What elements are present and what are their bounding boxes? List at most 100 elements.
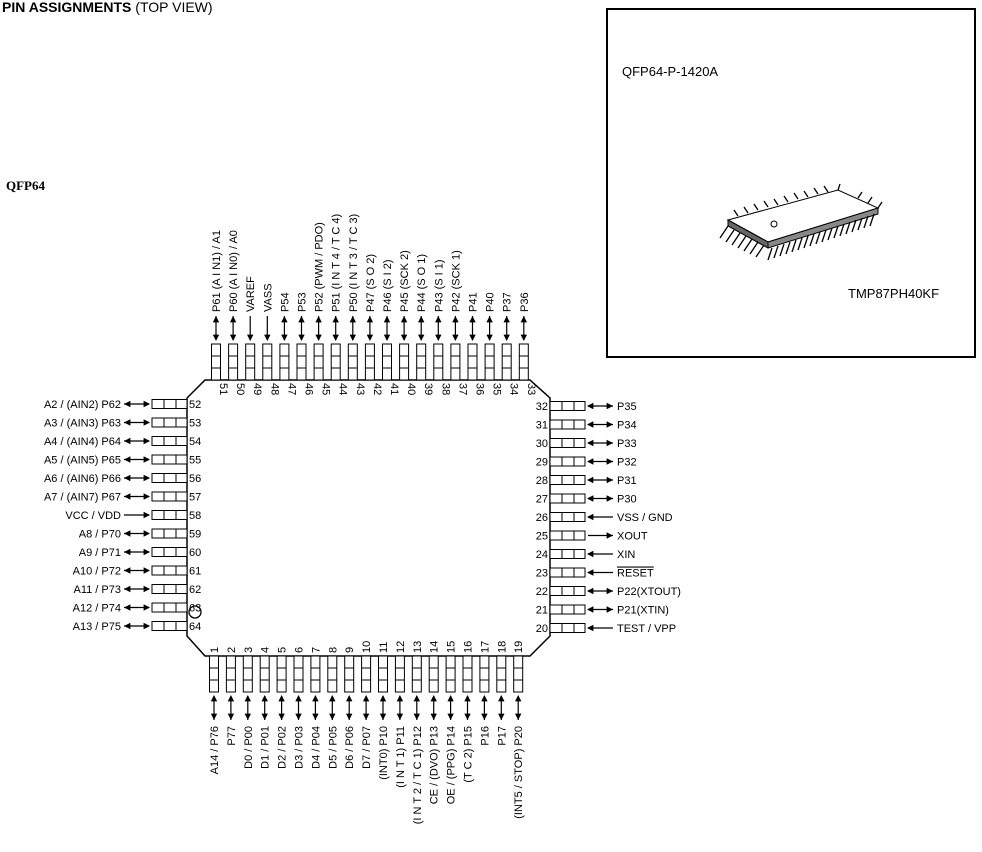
- pin-label: P36: [519, 292, 531, 312]
- arrow-head: [362, 713, 370, 720]
- arrow-head: [400, 316, 408, 323]
- pin-lead: [450, 343, 461, 381]
- pin-22: [549, 586, 613, 596]
- pin-53: [124, 417, 188, 428]
- pin-label: A12 / P74: [73, 603, 121, 615]
- pin-label: P21(XTIN): [617, 605, 669, 617]
- pin-number: 25: [536, 531, 548, 543]
- arrow-head: [481, 713, 488, 720]
- pin-number: 10: [361, 641, 373, 653]
- pin-lead: [151, 602, 188, 613]
- pin-lead: [151, 399, 188, 409]
- heading-title: PIN ASSIGNMENTS: [2, 0, 132, 15]
- arrow-head: [124, 622, 131, 630]
- pin-number: 17: [479, 641, 491, 653]
- arrow-head: [379, 713, 387, 720]
- arrow-head: [606, 402, 613, 410]
- pin-lead: [211, 343, 221, 381]
- arrow-head: [418, 316, 425, 323]
- pin-29: [549, 456, 613, 467]
- arrow-head: [587, 606, 594, 613]
- arrow-head: [143, 585, 150, 593]
- arrow-head: [587, 587, 594, 595]
- arrow-head: [281, 334, 288, 341]
- pin-12: [394, 655, 405, 720]
- pin-number: 12: [395, 641, 407, 653]
- arrow-head: [315, 334, 322, 341]
- arrow-head: [212, 334, 220, 341]
- pin-number: 59: [189, 529, 201, 541]
- arrow-head: [606, 532, 613, 539]
- arrow-head: [212, 316, 220, 323]
- pin-label: A10 / P72: [73, 566, 121, 578]
- pin-lead: [496, 655, 507, 693]
- pin-lead: [151, 473, 188, 483]
- pin-7: [310, 655, 321, 720]
- pin-label: D1 / P01: [260, 726, 272, 769]
- arrow-head: [366, 334, 374, 341]
- pin-lead: [416, 343, 427, 381]
- arrow-head: [587, 495, 594, 502]
- pin-lead: [327, 655, 338, 693]
- arrow-head: [244, 713, 251, 720]
- pin-label: XOUT: [617, 531, 648, 543]
- pin-label: RESET: [617, 568, 654, 580]
- pin-63: [124, 602, 188, 613]
- arrow-head: [366, 316, 374, 323]
- pin-lead: [484, 343, 495, 381]
- pin-lead: [433, 343, 444, 381]
- pin-label: P37: [502, 292, 514, 312]
- arrow-head: [503, 316, 510, 323]
- pin-42: [364, 316, 375, 381]
- arrow-head: [400, 334, 408, 341]
- arrow-head: [587, 476, 594, 484]
- pin-41: [382, 316, 392, 381]
- pin-lead: [279, 343, 290, 381]
- pin-number: 50: [234, 383, 246, 395]
- pin-lead: [151, 436, 188, 446]
- pin-lead: [151, 491, 188, 502]
- arrow-head: [143, 437, 150, 445]
- pin-lead: [296, 343, 307, 381]
- pin-lead: [399, 343, 410, 381]
- pin-number: 26: [536, 512, 548, 524]
- pin-lead: [330, 343, 341, 381]
- arrow-head: [383, 334, 391, 341]
- pin-number: 32: [536, 401, 548, 413]
- arrow-head: [587, 513, 594, 521]
- arrow-head: [413, 713, 420, 720]
- pin-number: 21: [536, 605, 548, 617]
- pin-33: [518, 316, 529, 381]
- pin-47: [279, 316, 290, 381]
- pin-number: 58: [189, 510, 201, 522]
- pin-label: P30: [617, 494, 637, 506]
- pin-lead: [242, 655, 253, 693]
- arrow-head: [143, 419, 150, 426]
- pin-43: [347, 316, 358, 381]
- arrow-head: [227, 713, 235, 720]
- pin-label: (I N T 1) P11: [395, 726, 407, 788]
- pin-label: VCC / VDD: [65, 510, 121, 522]
- arrow-head: [606, 495, 613, 502]
- pin-number: 27: [536, 494, 548, 506]
- pin-label: A14 / P76: [209, 726, 221, 774]
- pin-lead: [549, 586, 586, 596]
- pin-lead: [467, 343, 478, 381]
- pin-label: D0 / P00: [243, 726, 255, 769]
- arrow-head: [312, 713, 319, 720]
- pin-number: 53: [189, 418, 201, 430]
- arrow-head: [229, 316, 237, 323]
- arrow-head: [587, 458, 594, 465]
- pin-lead: [151, 547, 188, 557]
- pin-lead: [549, 549, 586, 559]
- pin-5: [276, 655, 287, 720]
- pin1-marker: [188, 605, 202, 619]
- pin-1: [209, 655, 219, 720]
- pin-lead: [347, 343, 358, 381]
- pin-label: VSS / GND: [617, 512, 673, 524]
- arrow-head: [587, 569, 594, 576]
- arrow-head: [383, 316, 391, 323]
- pin-lead: [549, 493, 586, 504]
- pin-lead: [245, 343, 256, 381]
